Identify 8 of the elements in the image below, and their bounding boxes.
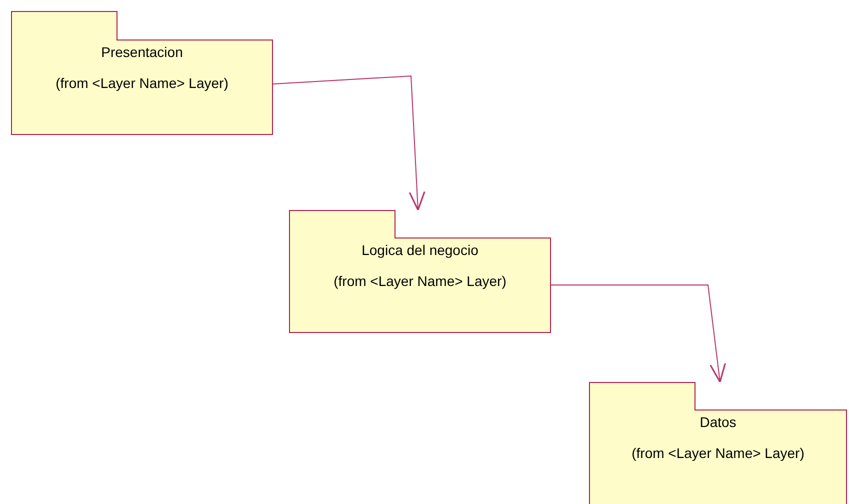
dependency-arrow: [550, 284, 726, 383]
package-origin: (from <Layer Name> Layer): [332, 273, 508, 289]
package-name: Datos: [698, 414, 738, 430]
package-origin: (from <Layer Name> Layer): [54, 75, 230, 91]
package-name: Presentacion: [100, 44, 184, 60]
package-name: Logica del negocio: [360, 242, 480, 258]
package-origin: (from <Layer Name> Layer): [630, 445, 806, 461]
dependency-arrow: [272, 75, 426, 211]
